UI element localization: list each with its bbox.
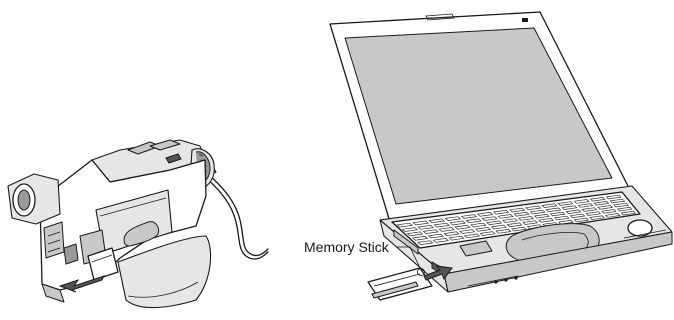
- memory-stick-label: Memory Stick: [304, 239, 390, 255]
- camcorder-cable: [206, 178, 268, 259]
- laptop-icon: Memory Stick: [304, 12, 672, 300]
- camcorder-icon: [8, 140, 268, 308]
